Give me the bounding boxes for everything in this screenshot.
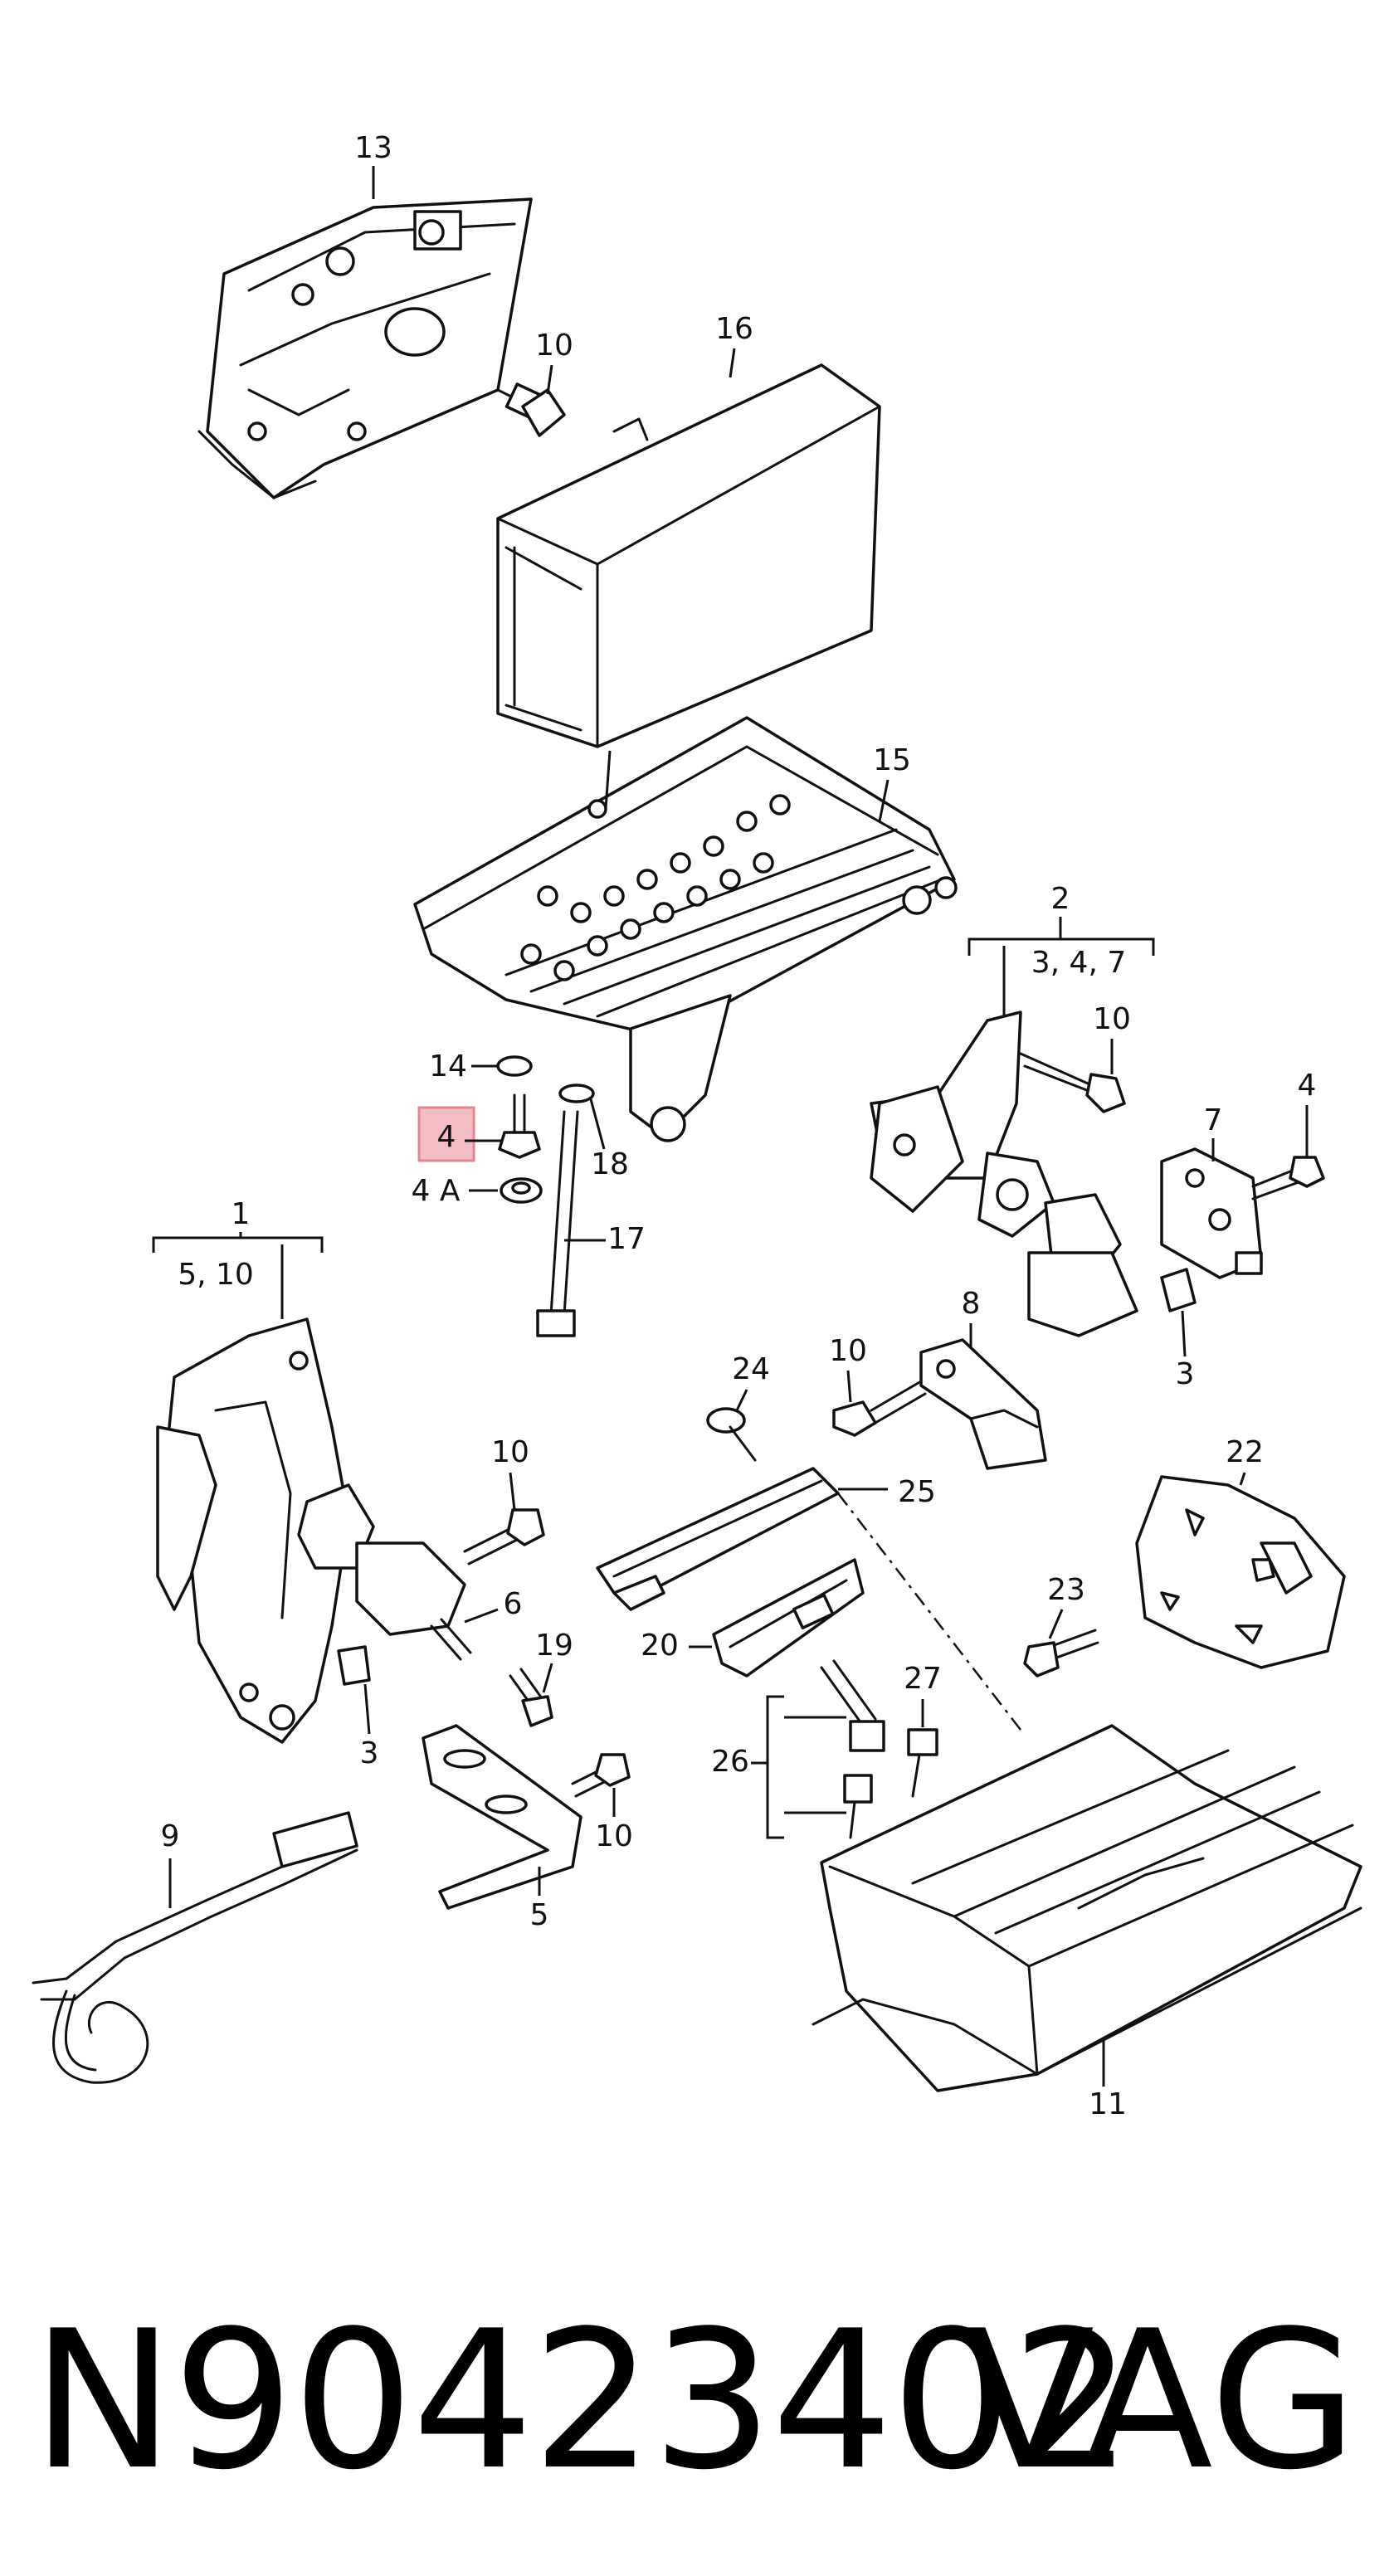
label-10-a: 10 (535, 329, 573, 363)
part-10-bolt-mount (1019, 1052, 1126, 1113)
part-9-strap (32, 1811, 358, 2084)
part-14-washer (496, 1055, 533, 1077)
part-10-bolt-left (463, 1508, 545, 1566)
part-5-bracket (422, 1724, 582, 1910)
part-4-bolt-highlighted (498, 1093, 541, 1159)
label-5: 5 (530, 1898, 549, 1932)
part-10-bolt-8 (832, 1380, 927, 1437)
label-11: 11 (1089, 2087, 1127, 2121)
part-26-lock-cylinder-keys (820, 1659, 885, 1839)
part-3-clip-left (337, 1645, 371, 1686)
part-24-screw (706, 1407, 757, 1462)
part-1-engine-mount-bracket (156, 1317, 466, 1744)
tray-holes (520, 794, 791, 981)
label-10-e: 10 (595, 1819, 633, 1853)
part-number-text: N90423402 (32, 2291, 1133, 2512)
label-4-highlighted: 4 (437, 1120, 456, 1154)
exploded-parts-diagram: 13 10 16 (32, 131, 1362, 2121)
label-17: 17 (607, 1222, 646, 1256)
label-16: 16 (715, 312, 753, 346)
label-10-d: 10 (491, 1435, 529, 1469)
label-2-sub: 3, 4, 7 (1031, 946, 1127, 980)
label-25: 25 (898, 1475, 936, 1509)
part-13-bracket (197, 197, 533, 499)
part-7-plate (1160, 1147, 1263, 1279)
part-19-bolt (509, 1668, 553, 1727)
label-13: 13 (354, 131, 392, 165)
label-18: 18 (591, 1147, 629, 1181)
label-8: 8 (962, 1287, 981, 1321)
part-4a-nut (500, 1177, 543, 1204)
label-9: 9 (161, 1819, 180, 1853)
label-15: 15 (873, 743, 911, 777)
label-3-right: 3 (1176, 1357, 1195, 1391)
part-18-washer (558, 1083, 595, 1103)
part-22-side-panel (1135, 1475, 1346, 1669)
label-10-c: 10 (829, 1334, 867, 1368)
label-3-left: 3 (360, 1736, 379, 1770)
part-2-engine-mount-bracket (870, 1010, 1138, 1337)
footer: N90423402 VAG (0, 2290, 1394, 2539)
part-16-battery (496, 363, 881, 748)
label-24: 24 (732, 1352, 770, 1386)
label-4-right: 4 (1298, 1069, 1317, 1103)
label-1-sub: 5, 10 (178, 1258, 254, 1292)
part-15-battery-tray (413, 716, 958, 1142)
label-20: 20 (641, 1629, 679, 1663)
part-17-stud (536, 1110, 579, 1337)
part-20-latch-housing (712, 1558, 865, 1678)
label-2: 2 (1051, 882, 1070, 916)
label-26: 26 (711, 1745, 749, 1779)
part-10-bolt-5 (571, 1753, 631, 1798)
label-14: 14 (429, 1049, 467, 1083)
highlight-box (417, 1106, 475, 1162)
part-6-stud (430, 1618, 472, 1661)
part-3-clip-right (1160, 1268, 1197, 1312)
part-10-bolt-top (496, 382, 566, 437)
part-25-glovebox-lid (596, 1467, 840, 1611)
label-6: 6 (504, 1587, 523, 1621)
label-19: 19 (535, 1629, 573, 1663)
label-1: 1 (232, 1197, 251, 1231)
label-4a: 4 A (412, 1174, 461, 1208)
label-23: 23 (1047, 1573, 1085, 1607)
label-27: 27 (904, 1662, 942, 1696)
part-8-bracket (919, 1338, 1047, 1470)
label-7: 7 (1204, 1103, 1223, 1137)
part-11-glovebox (812, 1724, 1362, 2092)
label-10-b: 10 (1093, 1002, 1131, 1036)
label-22: 22 (1226, 1435, 1264, 1469)
brand-text: VAG (963, 2291, 1357, 2512)
part-4-bolt-right (1251, 1156, 1325, 1200)
part-27-keys (907, 1728, 938, 1798)
part-23-screw (1023, 1629, 1099, 1678)
